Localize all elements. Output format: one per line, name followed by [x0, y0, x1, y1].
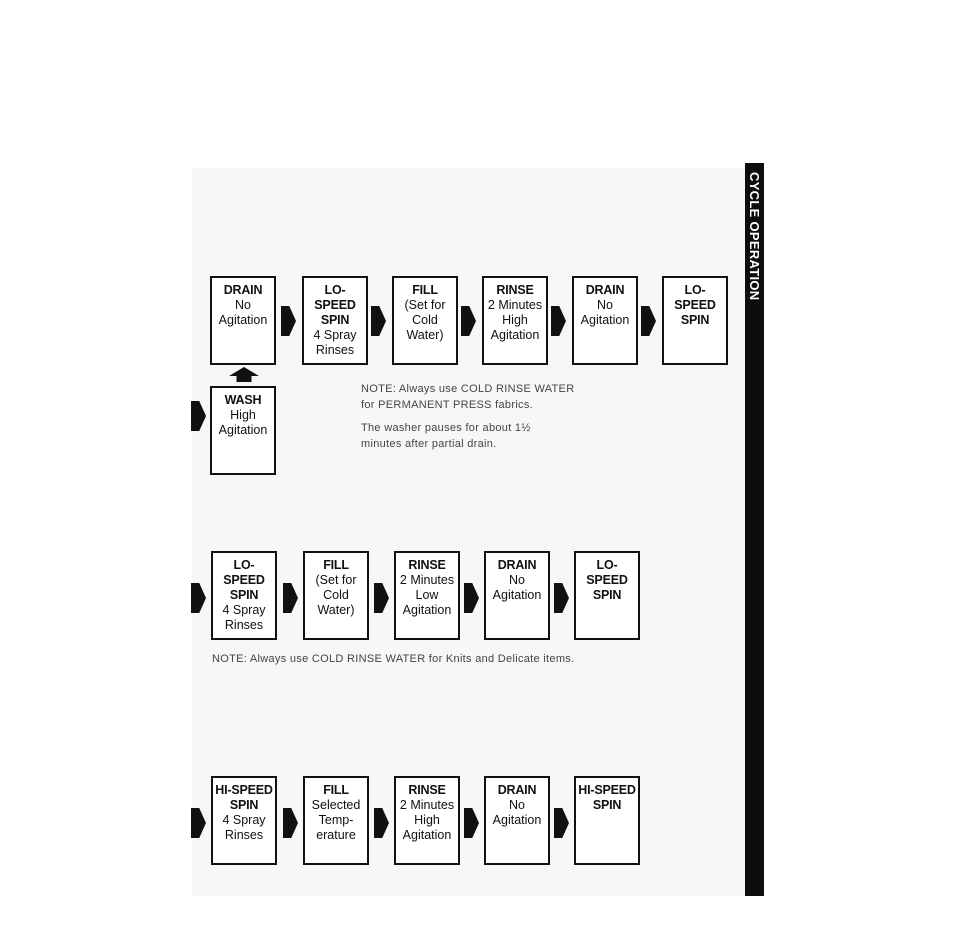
step-detail: 4 Spray	[222, 813, 266, 827]
flow-arrow-icon	[283, 583, 298, 613]
step-title: LO-SPEED SPIN	[314, 283, 356, 327]
flow-arrow-icon	[551, 306, 566, 336]
step-title: RINSE	[408, 783, 446, 797]
step-detail: Rinses	[224, 828, 264, 842]
step-box-hi-speed-spin: HI-SPEED SPIN	[574, 776, 640, 865]
step-title: FILL	[323, 558, 349, 572]
step-detail: Agitation	[402, 828, 452, 842]
step-detail: 2 Minutes	[399, 798, 455, 812]
step-detail: Water)	[406, 328, 444, 342]
step-detail: Agitation	[218, 313, 268, 327]
flow-arrow-icon	[554, 808, 569, 838]
step-detail: Cold	[323, 588, 349, 602]
step-detail: High	[502, 313, 528, 327]
note-permanent-press-line-2: for PERMANENT PRESS fabrics.	[361, 399, 534, 411]
step-detail: Selected	[311, 798, 361, 812]
flow-arrow-icon	[191, 808, 206, 838]
step-detail: Temp-	[318, 813, 354, 827]
step-detail: Agitation	[492, 588, 542, 602]
step-detail: Water)	[317, 603, 355, 617]
step-box-lo-speed-spin: LO-SPEED SPIN	[662, 276, 728, 365]
step-detail: No	[597, 298, 613, 312]
step-detail: Agitation	[490, 328, 540, 342]
step-title: LO-SPEED SPIN	[586, 558, 628, 602]
note-pause-line-2: minutes after partial drain.	[361, 438, 497, 450]
step-detail: No	[509, 798, 525, 812]
step-detail: Rinses	[315, 343, 355, 357]
step-detail: Agitation	[402, 603, 452, 617]
flow-arrow-icon	[283, 808, 298, 838]
flow-arrow-icon	[464, 808, 479, 838]
step-detail: No	[509, 573, 525, 587]
step-title: WASH	[224, 393, 262, 407]
step-detail: Agitation	[580, 313, 630, 327]
step-detail: No	[235, 298, 251, 312]
step-detail: High	[230, 408, 256, 422]
step-detail: High	[414, 813, 440, 827]
note-permanent-press-line-1: NOTE: Always use COLD RINSE WATER	[361, 383, 575, 395]
note-knits-delicates: NOTE: Always use COLD RINSE WATER for Kn…	[212, 653, 575, 665]
step-title: RINSE	[408, 558, 446, 572]
step-title: HI-SPEED SPIN	[578, 783, 636, 812]
step-box-lo-speed-spin: LO-SPEED SPIN	[574, 551, 640, 640]
step-detail: Cold	[412, 313, 438, 327]
step-detail: (Set for	[315, 573, 357, 587]
flow-arrow-icon	[641, 306, 656, 336]
step-detail: 2 Minutes	[487, 298, 543, 312]
step-detail: 4 Spray	[222, 603, 266, 617]
step-title: DRAIN	[497, 783, 537, 797]
step-title: LO-SPEED SPIN	[674, 283, 716, 327]
flow-arrow-icon	[554, 583, 569, 613]
section-tab-label: CYCLE OPERATION	[747, 172, 762, 301]
step-detail: 4 Spray	[313, 328, 357, 342]
step-title: FILL	[412, 283, 438, 297]
section-tab	[745, 163, 764, 896]
flow-arrow-icon	[281, 306, 296, 336]
note-pause-line-1: The washer pauses for about 1½	[361, 422, 531, 434]
step-title: RINSE	[496, 283, 534, 297]
step-detail: Low	[415, 588, 439, 602]
step-title: DRAIN	[585, 283, 625, 297]
flow-arrow-icon	[191, 401, 206, 431]
flow-arrow-icon	[464, 583, 479, 613]
step-detail: Rinses	[224, 618, 264, 632]
flow-arrow-icon	[374, 808, 389, 838]
flow-arrow-icon	[461, 306, 476, 336]
step-detail: erature	[316, 828, 356, 842]
step-title: LO-SPEED SPIN	[223, 558, 265, 602]
flow-arrow-icon	[374, 583, 389, 613]
step-title: FILL	[323, 783, 349, 797]
step-detail: (Set for	[404, 298, 446, 312]
diagram-panel	[192, 168, 745, 896]
step-detail: 2 Minutes	[399, 573, 455, 587]
flow-arrow-icon	[191, 583, 206, 613]
step-detail: Agitation	[492, 813, 542, 827]
step-title: HI-SPEED SPIN	[215, 783, 273, 812]
step-title: DRAIN	[223, 283, 263, 297]
flow-arrow-icon	[371, 306, 386, 336]
step-detail: Agitation	[218, 423, 268, 437]
step-title: DRAIN	[497, 558, 537, 572]
